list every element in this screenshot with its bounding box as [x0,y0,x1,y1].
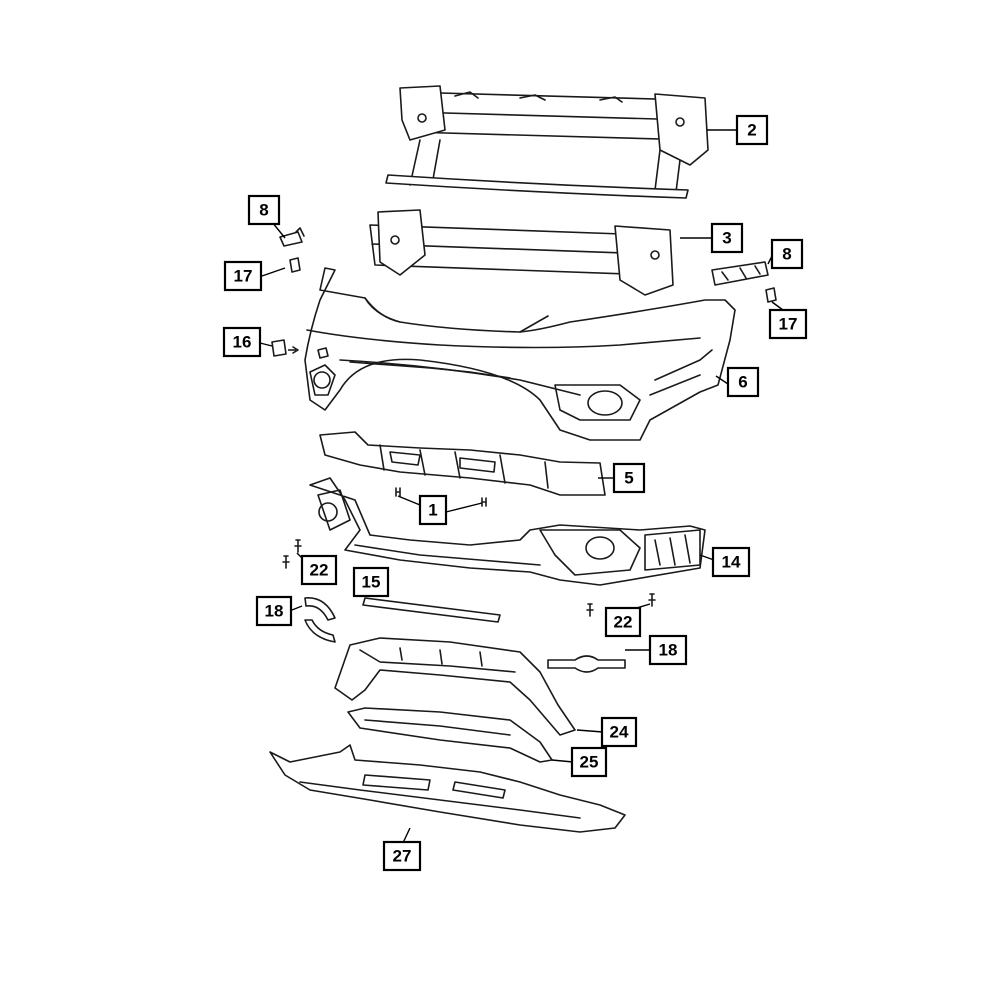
leader-1a [397,495,421,506]
lower-fascia-part[interactable] [309,477,706,586]
callout-25[interactable]: 25 [570,746,608,778]
leader-17b [771,301,784,311]
bezel-ring-right-part[interactable] [547,655,626,673]
leader-17a [261,267,286,277]
callout-label: 3 [722,229,731,248]
leader-6 [715,375,729,385]
callout-label: 2 [747,121,756,140]
callout-2[interactable]: 2 [735,114,769,146]
callout-label: 6 [738,373,747,392]
callout-6[interactable]: 6 [726,366,760,398]
callout-22-right[interactable]: 22 [604,606,642,638]
callout-label: 14 [722,553,741,572]
callout-1[interactable]: 1 [418,494,448,526]
callout-27[interactable]: 27 [382,840,422,872]
callout-label: 15 [362,573,381,592]
fastener-1a-part[interactable] [395,487,401,497]
leader-1b [445,502,483,513]
callout-15[interactable]: 15 [352,566,390,598]
callout-label: 18 [659,641,678,660]
skid-plate-part[interactable] [334,637,576,736]
callout-8-right[interactable]: 8 [770,238,804,270]
callout-24[interactable]: 24 [600,716,638,748]
callout-3[interactable]: 3 [710,222,744,254]
callout-18-left[interactable]: 18 [255,595,293,627]
callout-label: 18 [265,602,284,621]
lower-trim-panel-part[interactable] [347,707,553,763]
callout-label: 22 [614,613,633,632]
callout-label: 5 [624,469,633,488]
callout-label: 27 [393,847,412,866]
leader-16 [259,342,273,347]
push-pin-22b-part[interactable] [586,593,656,617]
leader-14 [699,554,715,561]
callout-label: 22 [310,561,329,580]
callout-label: 24 [610,723,629,742]
bracket-right-part[interactable] [711,261,769,286]
insert-right-part[interactable] [765,287,777,303]
callout-label: 17 [779,315,798,334]
callout-label: 16 [233,333,252,352]
clip-left-part[interactable] [279,227,305,247]
callout-label: 8 [782,245,791,264]
push-pin-22a-part[interactable] [282,539,302,569]
bumper-fascia-part[interactable] [304,267,736,441]
callout-17-right[interactable]: 17 [768,308,808,340]
bezel-halves-left-part[interactable] [304,597,336,643]
callout-label: 1 [428,501,437,520]
leader-24 [576,729,604,733]
energy-absorber-part[interactable] [319,431,606,496]
trim-strip-part[interactable] [362,597,501,623]
leader-18a [291,605,303,611]
splash-shield-part[interactable] [269,744,626,833]
callout-16[interactable]: 16 [222,326,262,358]
fastener-1b-part[interactable] [481,497,487,507]
callout-18-right[interactable]: 18 [648,634,688,666]
callout-label: 8 [259,201,268,220]
callout-8-left[interactable]: 8 [247,194,281,226]
clip-16-part[interactable] [271,339,299,357]
callout-label: 25 [580,753,599,772]
callout-label: 17 [234,267,253,286]
lower-reinforcement-beam-part[interactable] [369,209,674,296]
insert-left-part[interactable] [289,257,301,273]
callout-14[interactable]: 14 [711,546,751,578]
callout-22-left[interactable]: 22 [300,554,338,586]
leader-25 [551,759,574,763]
reinforcement-beam-part[interactable] [399,85,709,193]
callout-17-left[interactable]: 17 [223,260,263,292]
beam-trim-strip-part[interactable] [385,174,689,199]
callout-5[interactable]: 5 [612,462,646,494]
